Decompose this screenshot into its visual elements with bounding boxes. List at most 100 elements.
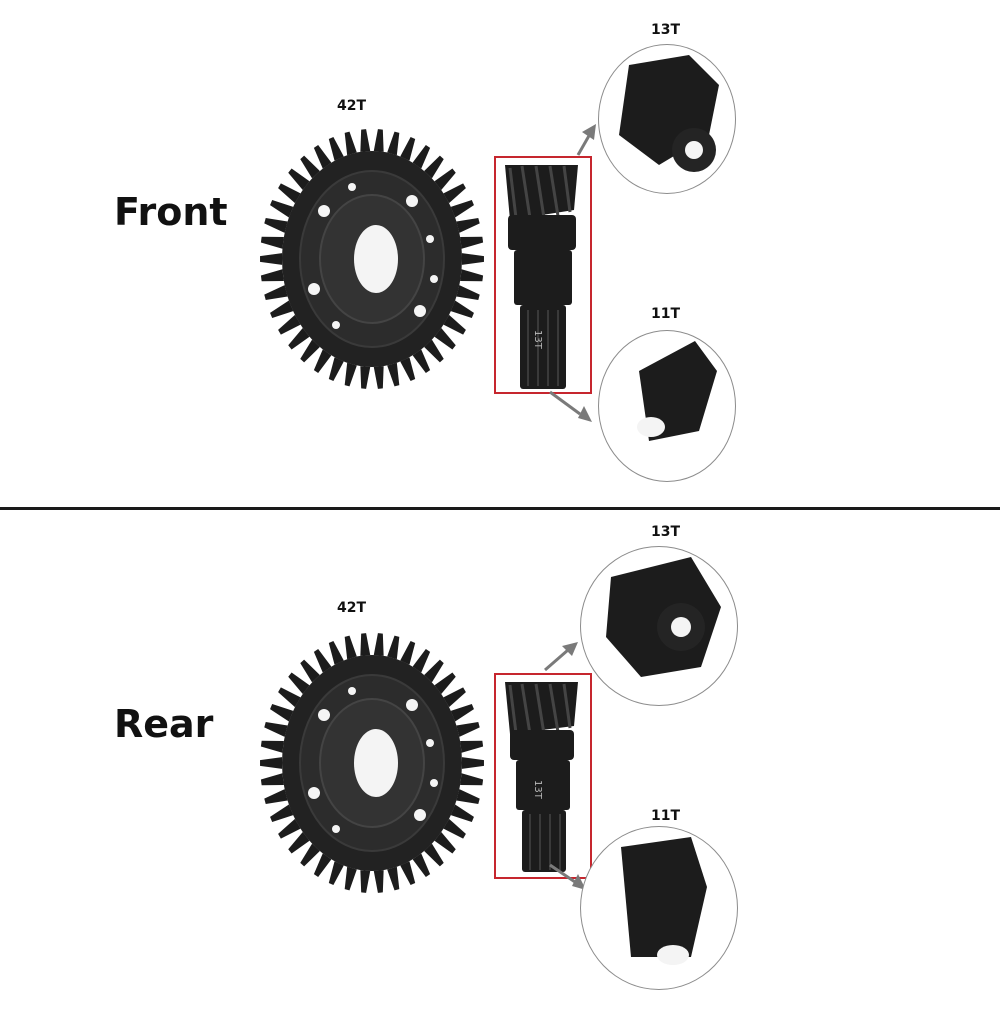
ring-gear-tooth [360, 633, 371, 656]
rear-pinion-highlight [494, 673, 592, 879]
ring-gear-tooth [443, 687, 466, 708]
ring-gear-tooth [387, 866, 400, 891]
ring-gear-tooth [400, 357, 416, 382]
rear-title: Rear [114, 702, 214, 746]
ring-gear-tooth [424, 155, 444, 179]
ring-gear-tooth [456, 285, 480, 301]
ring-gear-tooth [260, 236, 284, 249]
ring-gear-tooth [278, 314, 301, 335]
ring-gear-tooth [264, 217, 288, 233]
ring-gear-tooth [400, 640, 416, 665]
ring-gear-tooth [270, 300, 294, 318]
ring-gear-tooth [360, 129, 371, 152]
ring-gear-tooth [300, 155, 320, 179]
ring-gear-tooth [443, 183, 466, 204]
ring-gear-tooth [450, 200, 474, 218]
ring-gear-tooth [460, 269, 484, 282]
ring-gear-tooth [387, 635, 400, 660]
ring-gear-tooth [434, 831, 456, 854]
ring-gear-tooth [360, 366, 371, 389]
ring-gear-tooth [344, 131, 357, 156]
ring-gear-tooth [328, 357, 344, 382]
ring-gear-tooth [424, 339, 444, 363]
ring-gear-tooth [278, 183, 301, 204]
ring-gear-tooth [450, 704, 474, 722]
ring-gear-tooth [260, 740, 284, 753]
ring-gear-tooth [313, 853, 332, 877]
ring-gear-icon [260, 129, 484, 389]
ring-gear-tooth [288, 327, 310, 350]
ring-gear-tooth [443, 314, 466, 335]
ring-gear-tooth [270, 704, 294, 722]
rear-pinion-top-zoom [580, 546, 738, 706]
ring-gear-tooth [264, 721, 288, 737]
ring-gear-tooth [328, 861, 344, 886]
ring-gear-tooth [278, 818, 301, 839]
ring-gear-tooth [344, 866, 357, 891]
ring-gear-tooth [373, 366, 384, 389]
arrow-icon [576, 133, 592, 156]
ring-gear-tooth [360, 870, 371, 893]
ring-gear-tooth [460, 740, 484, 753]
ring-gear-tooth [412, 349, 431, 373]
rear-pinion-top-label: 13T [651, 524, 681, 540]
ring-gear-tooth [460, 236, 484, 249]
rear-section: Rear 42T 13T 11T 13T [0, 510, 1000, 1010]
ring-gear-tooth [313, 349, 332, 373]
ring-gear-tooth [460, 773, 484, 786]
ring-gear-tooth [412, 853, 431, 877]
ring-gear-tooth [400, 861, 416, 886]
front-title: Front [114, 190, 228, 234]
ring-gear-tooth [434, 327, 456, 350]
ring-gear-tooth [387, 131, 400, 156]
rear-shaft-marking: 13T [532, 780, 543, 800]
ring-gear-tooth [313, 145, 332, 169]
ring-gear-tooth [264, 285, 288, 301]
ring-gear-tooth [373, 633, 384, 656]
arrow-icon [544, 648, 569, 672]
rear-ring-gear-label: 42T [337, 600, 367, 616]
ring-gear-teeth [260, 633, 484, 893]
ring-gear-tooth [328, 136, 344, 161]
ring-gear-tooth [288, 168, 310, 191]
ring-gear-tooth [264, 789, 288, 805]
ring-gear-tooth [412, 145, 431, 169]
ring-gear-tooth [270, 200, 294, 218]
ring-gear-tooth [461, 253, 484, 265]
ring-gear-icon [260, 633, 484, 893]
ring-gear-tooth [300, 843, 320, 867]
ring-gear-tooth [424, 659, 444, 683]
ring-gear-tooth [288, 831, 310, 854]
ring-gear-tooth [456, 721, 480, 737]
ring-gear-tooth [412, 649, 431, 673]
ring-gear-tooth [260, 757, 283, 769]
rear-pinion-bottom-zoom [580, 826, 738, 990]
ring-gear-tooth [278, 687, 301, 708]
ring-gear-tooth [328, 640, 344, 665]
ring-gear-tooth [450, 300, 474, 318]
ring-gear-teeth [260, 129, 484, 389]
ring-gear-tooth [461, 757, 484, 769]
ring-gear-tooth [434, 672, 456, 695]
ring-gear-tooth [373, 129, 384, 152]
front-section: Front 42T 13T 11T 13T [0, 0, 1000, 500]
ring-gear-tooth [450, 804, 474, 822]
front-pinion-highlight [494, 156, 592, 394]
front-shaft-marking: 13T [532, 330, 543, 350]
pinion-gear-icon: 13T [505, 642, 586, 890]
ring-gear-tooth [373, 870, 384, 893]
ring-gear-tooth [300, 659, 320, 683]
pinion-gear-icon: 13T [505, 124, 596, 422]
ring-gear-tooth [443, 818, 466, 839]
front-pinion-bottom-zoom [598, 330, 736, 482]
ring-gear-tooth [260, 269, 284, 282]
ring-gear-tooth [344, 362, 357, 387]
ring-gear-tooth [260, 253, 283, 265]
ring-gear-tooth [260, 773, 284, 786]
ring-gear-tooth [400, 136, 416, 161]
front-pinion-bottom-label: 11T [651, 306, 681, 322]
ring-gear-tooth [387, 362, 400, 387]
front-pinion-top-zoom [598, 44, 736, 194]
ring-gear-tooth [313, 649, 332, 673]
rear-pinion-bottom-label: 11T [651, 808, 681, 824]
